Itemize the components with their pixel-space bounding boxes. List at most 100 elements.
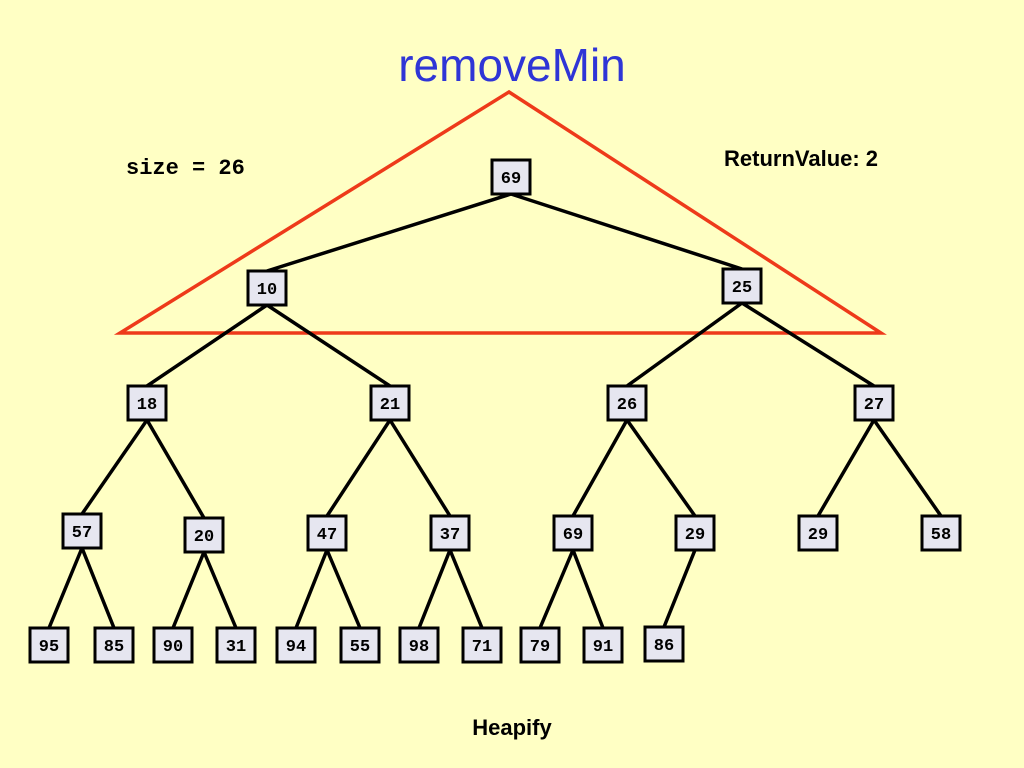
footer-label: Heapify	[472, 715, 552, 740]
tree-edge	[80, 419, 149, 515]
heap-node-value: 27	[864, 396, 884, 415]
tree-edge	[448, 549, 484, 629]
heap-node: 47	[306, 514, 348, 552]
tree-edge	[388, 419, 452, 517]
heap-node: 20	[183, 516, 225, 554]
heap-node-box	[152, 626, 194, 664]
heap-node-value: 86	[654, 637, 674, 656]
heap-node: 55	[339, 626, 381, 664]
heap-node-box	[306, 514, 348, 552]
highlight-triangle	[113, 89, 887, 335]
heap-node: 29	[797, 514, 839, 552]
tree-edge	[47, 547, 84, 629]
heap-node: 85	[93, 626, 135, 664]
heap-node-value: 58	[931, 526, 951, 545]
heap-node-box	[398, 626, 440, 664]
tree-edge	[325, 419, 392, 517]
heap-node-value: 29	[808, 526, 828, 545]
heap-node-box	[853, 384, 895, 422]
heap-node: 57	[61, 512, 103, 550]
heap-node: 98	[398, 626, 440, 664]
slide-title: removeMin	[398, 39, 626, 91]
heap-node-box	[606, 384, 648, 422]
heap-node-value: 98	[409, 638, 429, 657]
tree-edge	[266, 303, 391, 388]
tree-edge	[741, 301, 875, 388]
tree-edge	[872, 418, 943, 518]
heap-node-box	[126, 384, 168, 422]
heap-node-box	[461, 626, 503, 664]
tree-edge	[146, 303, 268, 388]
heap-node-value: 21	[380, 396, 400, 415]
heap-node: 71	[461, 626, 503, 664]
heap-node-box	[797, 514, 839, 552]
heap-node: 21	[369, 384, 411, 422]
heap-node-box	[183, 516, 225, 554]
heap-node: 37	[429, 514, 471, 552]
tree-edge	[266, 192, 512, 273]
heap-node-value: 95	[39, 638, 59, 657]
heap-node: 69	[490, 158, 532, 196]
heap-node: 25	[721, 267, 763, 305]
tree-edge	[417, 549, 452, 629]
return-value-label: ReturnValue: 2	[724, 146, 879, 171]
tree-edge	[80, 547, 116, 629]
heap-node-value: 57	[72, 524, 92, 543]
tree-edge	[571, 419, 629, 517]
tree-edge	[171, 551, 206, 629]
tree-edge	[202, 551, 238, 629]
heap-node: 58	[920, 514, 962, 552]
heap-node-value: 90	[163, 638, 183, 657]
heap-node: 26	[606, 384, 648, 422]
heap-node: 90	[152, 626, 194, 664]
heap-node-box	[215, 626, 257, 664]
heap-node-box	[519, 626, 561, 664]
heap-node-value: 85	[104, 638, 124, 657]
heap-node-value: 10	[257, 281, 277, 300]
tree-edge	[571, 549, 605, 629]
heap-node: 69	[552, 514, 594, 552]
tree-edge	[510, 192, 743, 271]
heap-node-value: 91	[593, 638, 613, 657]
tree-edge	[625, 418, 697, 518]
tree-nodes: 69 10 25 18 21 26 27 57 20 47 37 69 29 29 58 95 85 90 31 94…	[28, 158, 962, 664]
heap-node: 91	[582, 626, 624, 664]
heap-node-value: 69	[563, 526, 583, 545]
tree-edge	[662, 549, 697, 628]
size-label: size = 26	[126, 156, 245, 181]
heap-node-value: 18	[137, 396, 157, 415]
heap-node-box	[429, 514, 471, 552]
heap-node-value: 26	[617, 396, 637, 415]
heap-node-box	[674, 514, 716, 552]
heap-node: 31	[215, 626, 257, 664]
heap-node-box	[28, 626, 70, 664]
heap-node-value: 25	[732, 279, 752, 298]
heap-node-value: 79	[530, 638, 550, 657]
heap-node-value: 94	[286, 638, 306, 657]
heap-node: 86	[643, 625, 685, 663]
tree-edge	[325, 549, 362, 629]
heap-node-box	[275, 626, 317, 664]
heap-node-value: 47	[317, 526, 337, 545]
heap-node: 27	[853, 384, 895, 422]
tree-edge	[294, 549, 329, 629]
heap-node-box	[246, 269, 288, 307]
heap-node-value: 55	[350, 638, 370, 657]
heap-node: 79	[519, 626, 561, 664]
heap-node-box	[582, 626, 624, 664]
heap-node-box	[490, 158, 532, 196]
heap-node: 95	[28, 626, 70, 664]
heap-node-box	[339, 626, 381, 664]
heap-node: 18	[126, 384, 168, 422]
heap-node: 94	[275, 626, 317, 664]
tree-edge	[625, 301, 744, 388]
heap-node-value: 37	[440, 526, 460, 545]
heap-node-box	[552, 514, 594, 552]
heap-node-box	[93, 626, 135, 664]
heap-node-value: 71	[472, 638, 492, 657]
heap-node: 29	[674, 514, 716, 552]
heap-node-value: 69	[501, 170, 521, 189]
heap-node-box	[920, 514, 962, 552]
